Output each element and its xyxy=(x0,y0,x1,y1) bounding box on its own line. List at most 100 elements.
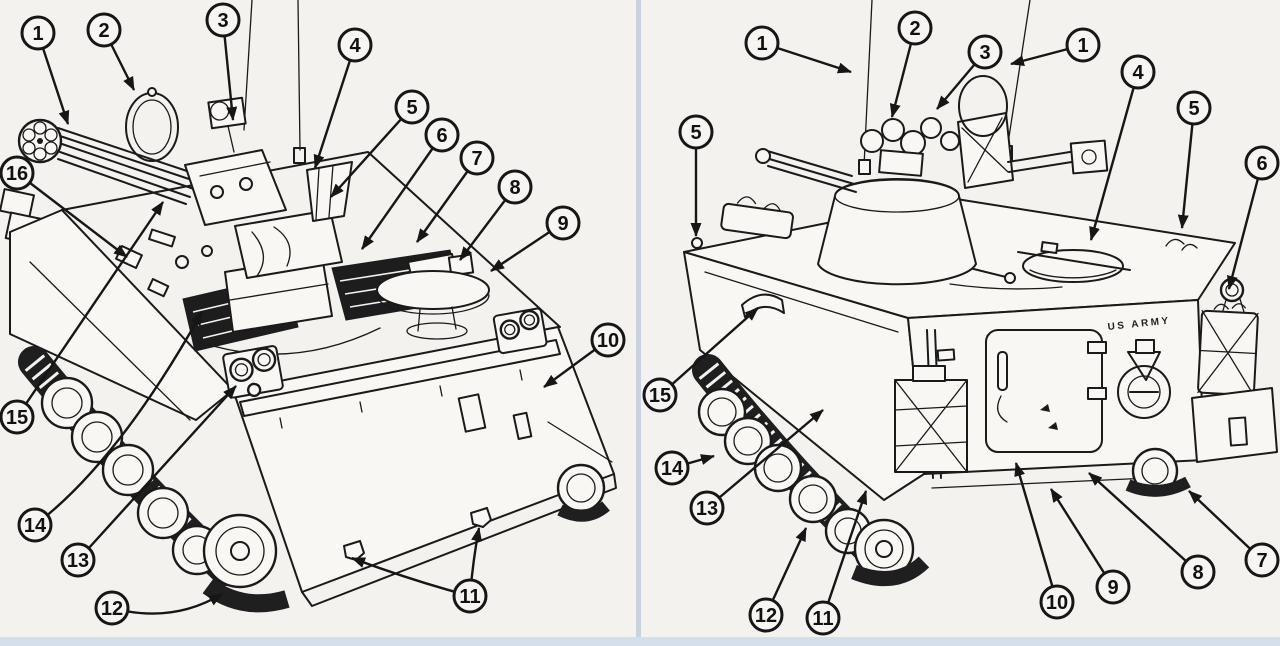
callout-number: 10 xyxy=(597,330,619,352)
trim-vane-brackets xyxy=(279,369,523,429)
callout-number: 12 xyxy=(755,605,777,627)
callout-rear-right-view-15: 15 xyxy=(642,307,759,413)
hatch-ring-inner xyxy=(132,99,172,155)
muzzle-barrel xyxy=(44,128,58,142)
callout-leader-line xyxy=(1089,71,1140,241)
callout-number: 5 xyxy=(1188,98,1199,120)
hatch-ring-rear xyxy=(958,75,1008,137)
trim-vane xyxy=(239,339,561,417)
callout-rear-right-view-1: 1 xyxy=(744,25,852,74)
callout-leader-line xyxy=(659,307,759,396)
right-sprocket xyxy=(556,463,606,513)
muzzle-barrel xyxy=(33,147,47,161)
callout-circle xyxy=(897,10,933,46)
callout-leader-line xyxy=(16,172,128,258)
door-slot xyxy=(997,351,1008,391)
radar-disc-rim xyxy=(376,294,490,315)
frame-braces xyxy=(961,117,1009,183)
callout-front-left-view-3: 3 xyxy=(205,2,241,121)
sprocket-hub xyxy=(875,540,893,558)
callout-circle xyxy=(805,600,841,636)
callout-circle xyxy=(394,89,430,125)
callout-circle xyxy=(1244,542,1280,578)
callout-leader-line xyxy=(1049,488,1115,588)
turret-skirt xyxy=(817,178,977,286)
callout-rear-right-view-6: 6 xyxy=(1226,145,1280,290)
callout-number: 3 xyxy=(979,42,990,64)
door-latch-marks xyxy=(1040,404,1058,430)
deck-cap xyxy=(175,255,189,269)
callout-front-left-view-14: 14 xyxy=(17,311,204,543)
callout-rear-right-view-4: 4 xyxy=(1089,54,1156,241)
callout-number: 7 xyxy=(471,148,482,170)
callout-number: 4 xyxy=(349,35,361,57)
gun-sight xyxy=(207,96,247,130)
radar-disc xyxy=(376,270,490,310)
callout-number: 6 xyxy=(436,125,447,147)
ammo-drums xyxy=(860,117,960,177)
callout-leader-line xyxy=(351,556,471,598)
rack-top-box xyxy=(912,365,946,382)
callout-rear-right-view-5: 5 xyxy=(1176,90,1212,229)
gun-receiver xyxy=(184,149,287,226)
door-hinge xyxy=(1087,341,1107,354)
callout-circle xyxy=(459,140,495,176)
callout-leader-line xyxy=(706,409,824,509)
callout-number: 9 xyxy=(557,213,568,235)
callout-number: 6 xyxy=(1256,153,1267,175)
muzzle-barrel xyxy=(22,141,36,155)
callout-number: 14 xyxy=(661,458,684,480)
callout-front-left-view-10: 10 xyxy=(543,322,626,388)
circular-cover xyxy=(1022,249,1124,283)
sprocket-inner xyxy=(215,526,265,576)
glacis-fitting xyxy=(457,393,487,433)
antenna-base xyxy=(858,159,871,175)
hatch-knob xyxy=(147,87,157,97)
callout-circle xyxy=(0,155,35,191)
callout-number: 13 xyxy=(696,498,718,520)
callout-circle xyxy=(678,114,714,150)
callout-number: 1 xyxy=(1077,35,1088,57)
callout-circle xyxy=(642,377,678,413)
turret-ring-line xyxy=(199,327,381,355)
callout-front-left-view-11: 11 xyxy=(351,527,488,614)
fender-line xyxy=(547,421,613,463)
callout-leader-line xyxy=(821,490,868,619)
callout-circle xyxy=(20,15,56,51)
callout-circle xyxy=(452,578,488,614)
callout-number: 16 xyxy=(6,163,28,185)
callout-front-left-view-13: 13 xyxy=(60,385,237,578)
rear-clamp xyxy=(936,348,956,362)
boom-box xyxy=(1069,139,1109,175)
right-sprocket-inner xyxy=(566,473,596,503)
callout-rear-right-view-11: 11 xyxy=(805,490,868,636)
callout-number: 13 xyxy=(67,550,89,572)
antenna-base xyxy=(293,147,306,164)
sprocket-inner xyxy=(864,529,904,569)
callout-circle xyxy=(545,205,581,241)
gun-barrels-rear xyxy=(763,149,857,193)
deck-hatch xyxy=(720,196,794,240)
callout-number: 10 xyxy=(1046,592,1068,614)
door-hinge xyxy=(1087,387,1107,400)
deck-cable xyxy=(949,283,1063,290)
callout-circle xyxy=(94,590,130,626)
callout-circle xyxy=(60,542,96,578)
callout-number: 2 xyxy=(909,18,920,40)
callout-front-left-view-7: 7 xyxy=(416,140,495,243)
callout-number: 8 xyxy=(1192,562,1203,584)
muzzle-barrel xyxy=(22,128,36,142)
callout-rear-right-view-8: 8 xyxy=(1088,472,1216,590)
deck-fitting xyxy=(148,228,176,248)
jerry-can xyxy=(1197,303,1259,397)
callout-rear-right-view-2: 2 xyxy=(889,10,933,118)
callout-front-left-view-4: 4 xyxy=(313,27,373,169)
fitting xyxy=(147,278,170,298)
headlight-cluster-left xyxy=(222,345,284,399)
towing-hook xyxy=(470,507,492,528)
callout-rear-right-view-9: 9 xyxy=(1049,488,1131,605)
callout-number: 5 xyxy=(690,122,701,144)
cover-rim xyxy=(1029,269,1117,279)
